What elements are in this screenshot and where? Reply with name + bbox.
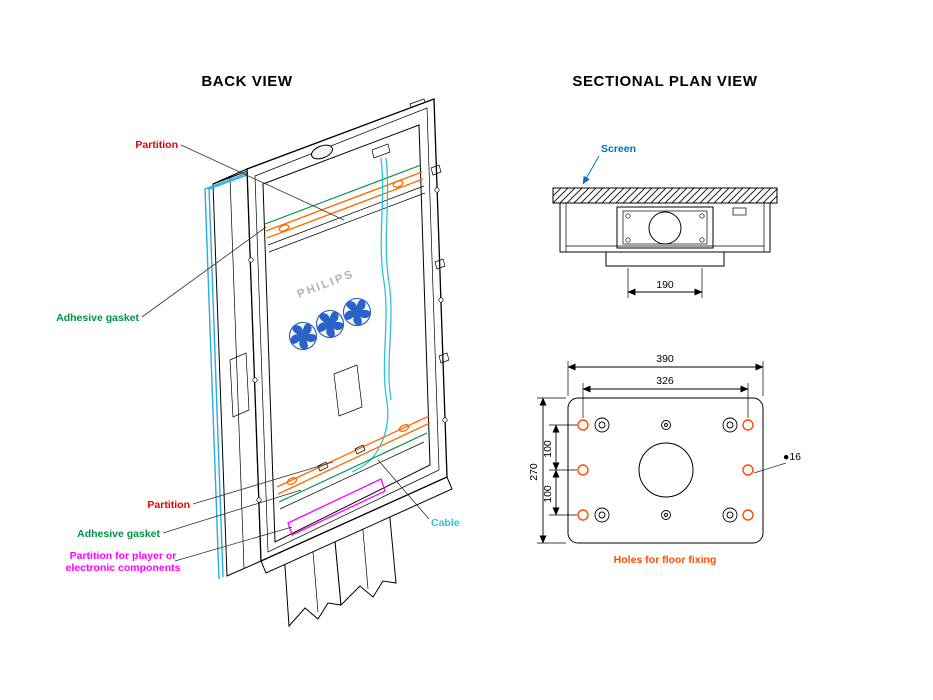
player-partition xyxy=(287,478,386,536)
side-label-plate xyxy=(229,352,250,418)
dim-100-top-text: 100 xyxy=(542,440,554,458)
bracket-bolts xyxy=(625,213,705,243)
cabinet-section-component xyxy=(732,207,747,216)
back-view-title: BACK VIEW xyxy=(201,73,292,90)
dim-270: 270 xyxy=(528,397,566,544)
partition-bottom-line-1 xyxy=(276,415,430,488)
hinge-brackets xyxy=(430,164,450,364)
left-face-seam xyxy=(229,176,245,569)
screen-section-bar xyxy=(552,187,778,204)
adhesive-gasket-bottom-label: Adhesive gasket xyxy=(77,528,160,540)
dim-100-bottom-text: 100 xyxy=(542,485,554,503)
floor-fixing-holes xyxy=(577,419,754,521)
top-partition xyxy=(264,164,426,253)
sectional-view-drawing: Screen 190 xyxy=(552,143,778,298)
top-vent-hole xyxy=(311,144,333,160)
pole-section-circle xyxy=(648,211,682,245)
pole-hole xyxy=(638,442,694,498)
hole-diameter-text: ●16 xyxy=(783,451,801,463)
hole-diameter-callout: ●16 xyxy=(753,451,801,474)
pedestal-section xyxy=(605,251,725,267)
cable-label: Cable xyxy=(431,517,460,529)
bottom-partition xyxy=(276,415,431,536)
partition-top-line-2 xyxy=(266,178,424,239)
screen-label: Screen xyxy=(601,143,636,155)
cabinet-opening xyxy=(262,124,431,543)
dim-326: 326 xyxy=(582,375,749,418)
bolt-holes xyxy=(594,417,738,523)
adhesive-gasket-top-label: Adhesive gasket xyxy=(56,312,139,324)
dim-190: 190 xyxy=(627,268,703,298)
floor-fixing-note: Holes for floor fixing xyxy=(614,554,717,566)
sectional-plan-view-title: SECTIONAL PLAN VIEW xyxy=(572,73,758,90)
back-view-drawing: PHILIPS Partition Adhesive xyxy=(56,98,460,628)
adhesive-gasket-top-line xyxy=(264,164,422,225)
partition-bottom-label: Partition xyxy=(147,499,190,511)
cabinet-section xyxy=(559,202,771,253)
player-partition-label-line2: electronic components xyxy=(66,562,181,574)
partition-top-label: Partition xyxy=(135,139,178,151)
base-plate-drawing: 390 326 270 100 100 xyxy=(528,353,801,566)
back-view-callouts: Partition Adhesive gasket Partition Adhe… xyxy=(56,139,460,574)
dim-100-bottom: 100 xyxy=(542,469,577,516)
component-plate xyxy=(333,364,363,417)
frame-screw-holes xyxy=(248,187,448,503)
cable-gland xyxy=(371,143,391,159)
dim-270-text: 270 xyxy=(528,463,540,481)
dim-326-text: 326 xyxy=(656,375,674,387)
mount-bracket-section xyxy=(616,206,714,249)
adhesive-gasket-bottom-line xyxy=(278,432,428,503)
frame-mid-line xyxy=(254,107,440,553)
player-partition-label-line1: Partition for player or xyxy=(70,550,177,562)
partition-bottom-line-2 xyxy=(277,422,431,495)
dim-390: 390 xyxy=(567,353,764,396)
screen-leader-arrow xyxy=(582,155,600,185)
dim-190-text: 190 xyxy=(656,279,674,291)
dim-100-top: 100 xyxy=(542,424,577,471)
cable-path-2 xyxy=(385,157,392,401)
dim-390-text: 390 xyxy=(656,353,674,365)
